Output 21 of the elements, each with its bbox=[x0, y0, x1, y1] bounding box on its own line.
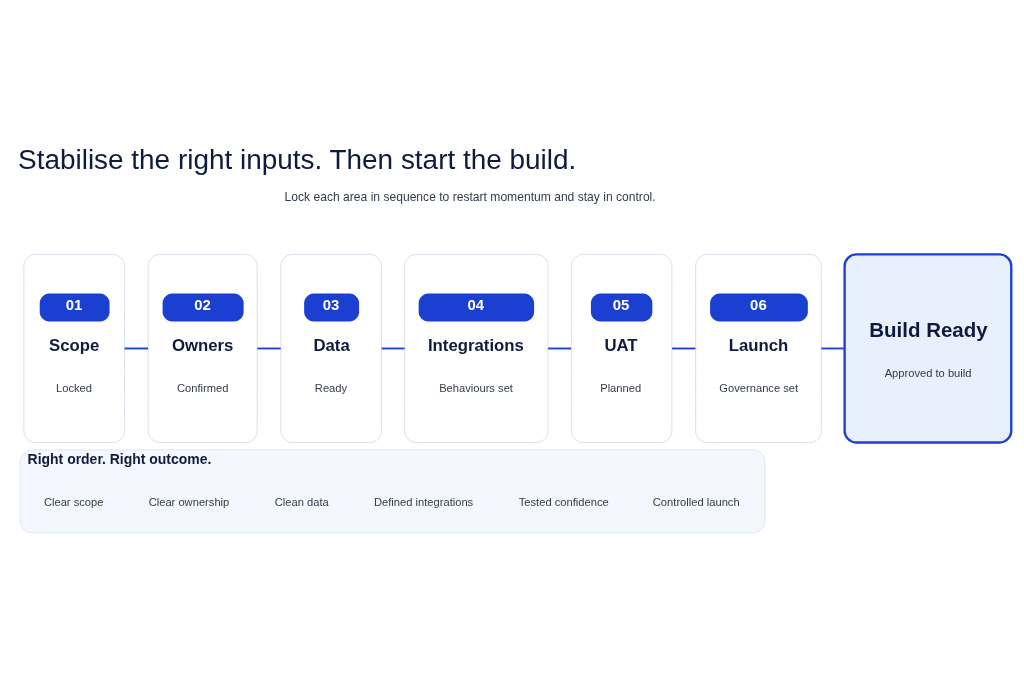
node-text: Tested confidence bbox=[518, 495, 609, 508]
node-text: Clear ownership bbox=[148, 495, 230, 508]
connector bbox=[671, 347, 697, 350]
node-text: Clean data bbox=[274, 495, 329, 508]
node-box: 04 Integrations Behaviours set bbox=[404, 254, 549, 443]
node-text: Controlled launch bbox=[652, 495, 740, 508]
node-box: Build Ready Approved to build bbox=[843, 253, 1013, 444]
node-box: 02 Owners Confirmed bbox=[147, 254, 258, 443]
node-box: 06 Launch Governance set bbox=[695, 254, 822, 443]
node-box: 03 Data Ready bbox=[280, 254, 382, 443]
node-text: Defined integrations bbox=[373, 495, 474, 508]
node-box: 01 Scope Locked bbox=[23, 254, 125, 443]
node-box: 05 UAT Planned bbox=[570, 254, 673, 443]
connector bbox=[820, 347, 846, 350]
connector bbox=[256, 347, 282, 350]
connector bbox=[123, 347, 150, 350]
node-text: Clear scope bbox=[43, 495, 104, 508]
diagram-title: Stabilise the right inputs. Then start the build. bbox=[18, 143, 577, 175]
label: Lock each area in sequence to restart momentum and stay in control. bbox=[284, 189, 656, 204]
connector bbox=[547, 347, 573, 350]
connector bbox=[380, 347, 406, 350]
